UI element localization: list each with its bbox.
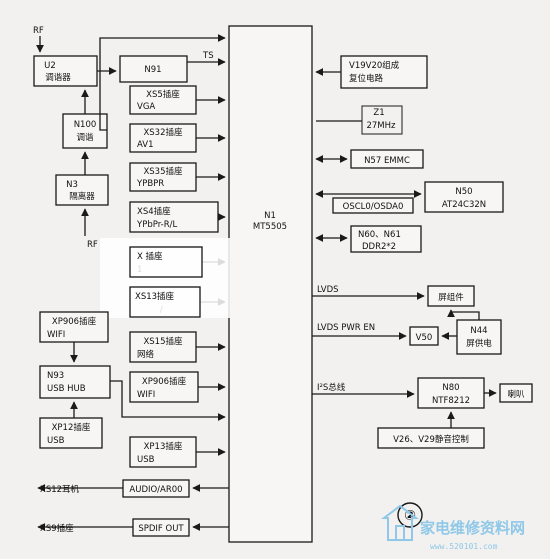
n100-label-1: N100 <box>74 120 97 130</box>
xp906-left-label-1: XP906插座 <box>52 316 97 327</box>
xs9-label: XS9插座 <box>40 523 74 534</box>
v19-label-2: 复位电路 <box>349 73 384 84</box>
xs4-label-2: YPbPr-R/L <box>136 220 177 230</box>
figure-number-circle <box>397 502 423 528</box>
lvds-label: LVDS <box>317 285 339 295</box>
xp906-right-label-1: XP906插座 <box>142 376 187 387</box>
xp12-box <box>39 417 103 449</box>
n57-label: N57 EMMC <box>364 156 410 166</box>
xs32-label-2: AV1 <box>137 140 154 150</box>
n91-label: N91 <box>144 65 161 75</box>
n91-box <box>119 55 188 83</box>
n44-box <box>456 319 502 355</box>
watermark-text: 家电维修资料网 <box>420 519 525 537</box>
xs35-box <box>129 162 197 192</box>
v50-box <box>409 326 439 346</box>
xs4-box <box>129 201 219 233</box>
xs35-label-1: XS35插座 <box>143 166 183 177</box>
n57-box <box>350 149 424 169</box>
xs15-label-1: XS15插座 <box>143 336 183 347</box>
xs15-label-2: 网络 <box>137 349 155 360</box>
n80-label-2: NTF8212 <box>432 396 470 406</box>
n1-label-1: N1 <box>264 211 276 221</box>
n1-chip-box <box>228 25 313 543</box>
xs12-label: XS12耳机 <box>40 484 80 495</box>
n1-label-2: MT5505 <box>253 222 287 232</box>
n50-label-2: AT24C32N <box>442 200 486 210</box>
xs-hidden1-outline <box>129 246 203 278</box>
spdif-label: SPDIF OUT <box>138 524 184 534</box>
xp12-label-1: XP12插座 <box>52 422 91 433</box>
xs5-label-1: XS5插座 <box>146 89 180 100</box>
n93-label-1: N93 <box>47 371 64 381</box>
v19-label-1: V19V20组成 <box>349 60 400 71</box>
xp906-left-box <box>39 311 109 343</box>
speaker-box <box>499 383 533 403</box>
n93-to-n1-wire <box>110 380 226 421</box>
n80-box <box>417 377 485 409</box>
xp12-label-2: USB <box>47 436 65 446</box>
n60-box <box>350 225 422 253</box>
xs15-box <box>129 331 197 363</box>
lvds-pwr-label: LVDS PWR EN <box>317 323 375 333</box>
n50-box <box>424 181 504 213</box>
n44-to-screen-wire <box>447 309 480 320</box>
figure-number: ② <box>404 508 416 524</box>
osc-box <box>332 197 414 214</box>
screen-label: 屏组件 <box>438 292 464 303</box>
xs4-label-1: XS4插座 <box>137 206 171 217</box>
n50-label-1: N50 <box>455 187 472 197</box>
xs13-text-1: XS13插座 <box>135 291 175 302</box>
xp906-left-label-2: WIFI <box>47 330 65 340</box>
n93-box <box>39 365 111 399</box>
n3-label-1: N3 <box>66 180 78 190</box>
xs13-outline <box>129 286 201 318</box>
v50-label: V50 <box>416 333 433 343</box>
rf-bottom-label: RF <box>87 240 98 250</box>
rf-top-label: RF <box>33 26 44 36</box>
audio-label: AUDIO/AR00 <box>129 485 182 495</box>
osc-label: OSCL0/OSDA0 <box>343 202 404 212</box>
u2-label-1: U2 <box>44 61 56 71</box>
z1-label-2: 27MHz <box>366 121 396 131</box>
n60-label-1: N60、N61 <box>358 230 401 240</box>
xp13-usb-label-2: USB <box>137 455 155 465</box>
n100-to-n1-wire <box>99 34 226 131</box>
n100-label-2: 调谐 <box>76 132 94 143</box>
i2s-label: I²S总线 <box>317 382 346 393</box>
xs32-label-1: XS32插座 <box>143 127 183 138</box>
xp13-usb-label-1: XP13插座 <box>144 441 183 452</box>
n44-label-1: N44 <box>470 326 487 336</box>
z1-box <box>361 105 403 135</box>
z1-label-1: Z1 <box>373 108 384 118</box>
n60-label-2: DDR2*2 <box>362 242 396 252</box>
xs35-label-2: YPBPR <box>136 179 164 189</box>
n3-box <box>55 174 109 206</box>
screen-box <box>427 285 475 307</box>
watermark-logo-icon <box>381 504 419 541</box>
washed-area <box>100 238 230 318</box>
watermark-url: www.520101.com <box>430 542 498 551</box>
xs32-box <box>129 123 197 153</box>
n93-label-2: USB HUB <box>47 384 86 394</box>
xs-hidden1-text-1: X 插座 <box>137 251 163 262</box>
speaker-label: 喇叭 <box>507 389 525 400</box>
xs5-label-2: VGA <box>137 102 155 112</box>
xp906-right-box <box>129 371 199 403</box>
mute-box <box>377 427 485 449</box>
n3-label-2: 隔离器 <box>69 191 95 202</box>
n80-label-1: N80 <box>442 383 459 393</box>
xp906-right-label-2: WIFI <box>137 390 155 400</box>
mute-label: V26、V29静音控制 <box>393 434 469 445</box>
ts-label: TS <box>202 51 214 61</box>
xs5-box <box>129 85 197 115</box>
v19-box <box>340 55 428 89</box>
u2-label-2: 调谐器 <box>45 72 71 83</box>
n44-label-2: 屏供电 <box>466 338 492 349</box>
